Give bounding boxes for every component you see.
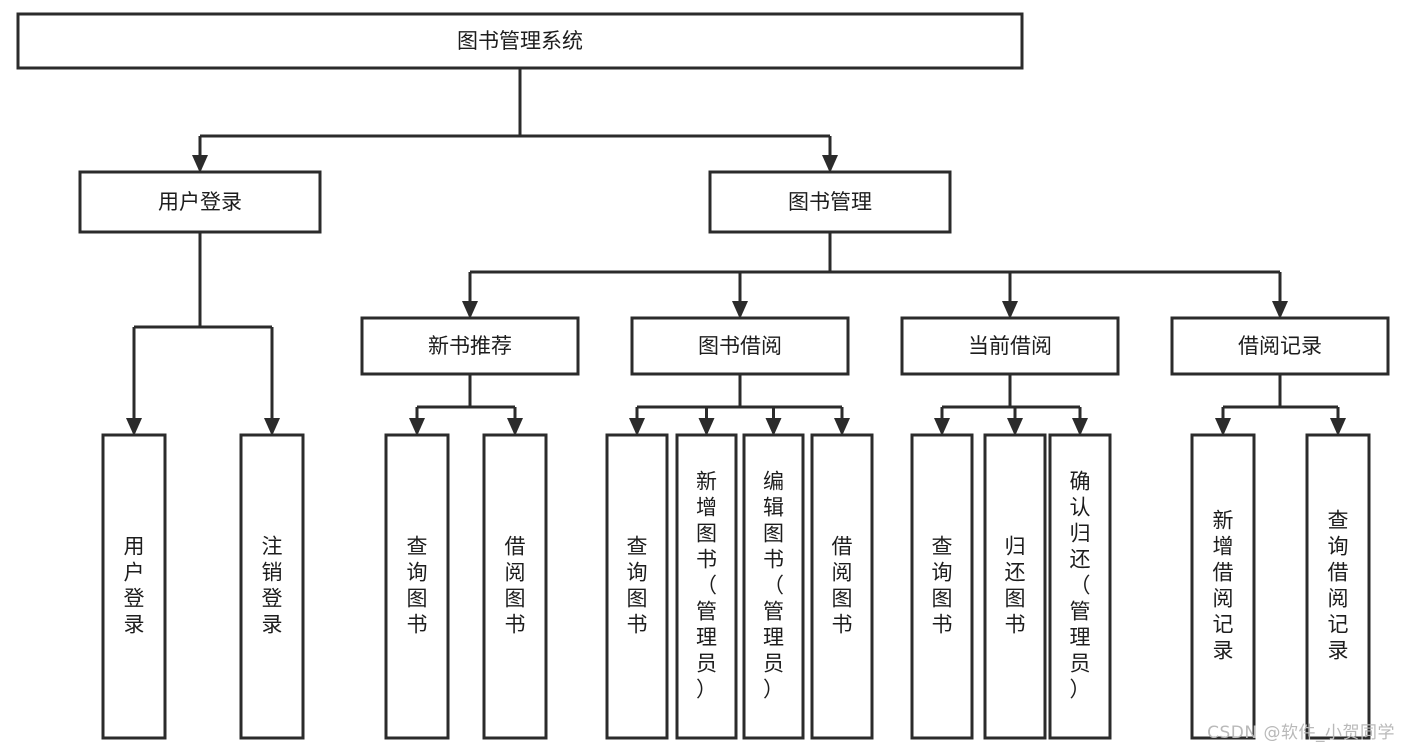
node-label: 查询图书: [407, 535, 428, 637]
node-label: 查询借阅记录: [1328, 509, 1349, 663]
node-label: 图书借阅: [698, 334, 782, 358]
node-borrow[interactable]: 图书借阅: [630, 316, 850, 376]
node-label: 当前借阅: [968, 334, 1052, 358]
node-leaf-bo-edit[interactable]: 编辑图书（管理员）: [742, 433, 805, 740]
node-current[interactable]: 当前借阅: [900, 316, 1120, 376]
node-leaf-user-login[interactable]: 用户登录: [101, 433, 167, 740]
node-layer: 图书管理系统用户登录图书管理新书推荐图书借阅当前借阅借阅记录用户登录注销登录查询…: [16, 12, 1390, 740]
node-label: 用户登录: [124, 535, 145, 637]
node-leaf-bo-add[interactable]: 新增图书（管理员）: [675, 433, 738, 740]
node-label: 图书管理: [788, 190, 872, 214]
node-label: 借阅图书: [505, 535, 526, 637]
node-leaf-user-logout[interactable]: 注销登录: [239, 433, 305, 740]
node-root[interactable]: 图书管理系统: [16, 12, 1024, 70]
node-leaf-nb-query[interactable]: 查询图书: [384, 433, 450, 740]
node-leaf-bo-query[interactable]: 查询图书: [605, 433, 669, 740]
node-newbook[interactable]: 新书推荐: [360, 316, 580, 376]
node-label: 新增图书（管理员）: [696, 470, 717, 702]
node-leaf-re-add[interactable]: 新增借阅记录: [1190, 433, 1256, 740]
node-leaf-cu-return[interactable]: 归还图书: [983, 433, 1047, 740]
node-label: 归还图书: [1005, 535, 1026, 637]
node-leaf-cu-query[interactable]: 查询图书: [910, 433, 974, 740]
node-label: 新增借阅记录: [1213, 509, 1234, 663]
node-label: 借阅记录: [1238, 334, 1322, 358]
node-records[interactable]: 借阅记录: [1170, 316, 1390, 376]
node-leaf-re-query[interactable]: 查询借阅记录: [1305, 433, 1371, 740]
connector-layer: [126, 68, 1346, 436]
node-leaf-cu-confirm[interactable]: 确认归还（管理员）: [1048, 433, 1112, 740]
node-leaf-bo-lend[interactable]: 借阅图书: [810, 433, 874, 740]
node-label: 查询图书: [932, 535, 953, 637]
node-label: 图书管理系统: [457, 29, 583, 53]
node-leaf-nb-borrow[interactable]: 借阅图书: [482, 433, 548, 740]
node-label: 新书推荐: [428, 334, 512, 358]
node-label: 注销登录: [262, 535, 283, 637]
node-bookmgmt[interactable]: 图书管理: [708, 170, 952, 234]
node-label: 用户登录: [158, 190, 242, 214]
node-label: 确认归还（管理员）: [1070, 470, 1091, 702]
node-label: 借阅图书: [832, 535, 853, 637]
node-login[interactable]: 用户登录: [78, 170, 322, 234]
node-label: 查询图书: [627, 535, 648, 637]
node-label: 编辑图书（管理员）: [763, 470, 784, 702]
